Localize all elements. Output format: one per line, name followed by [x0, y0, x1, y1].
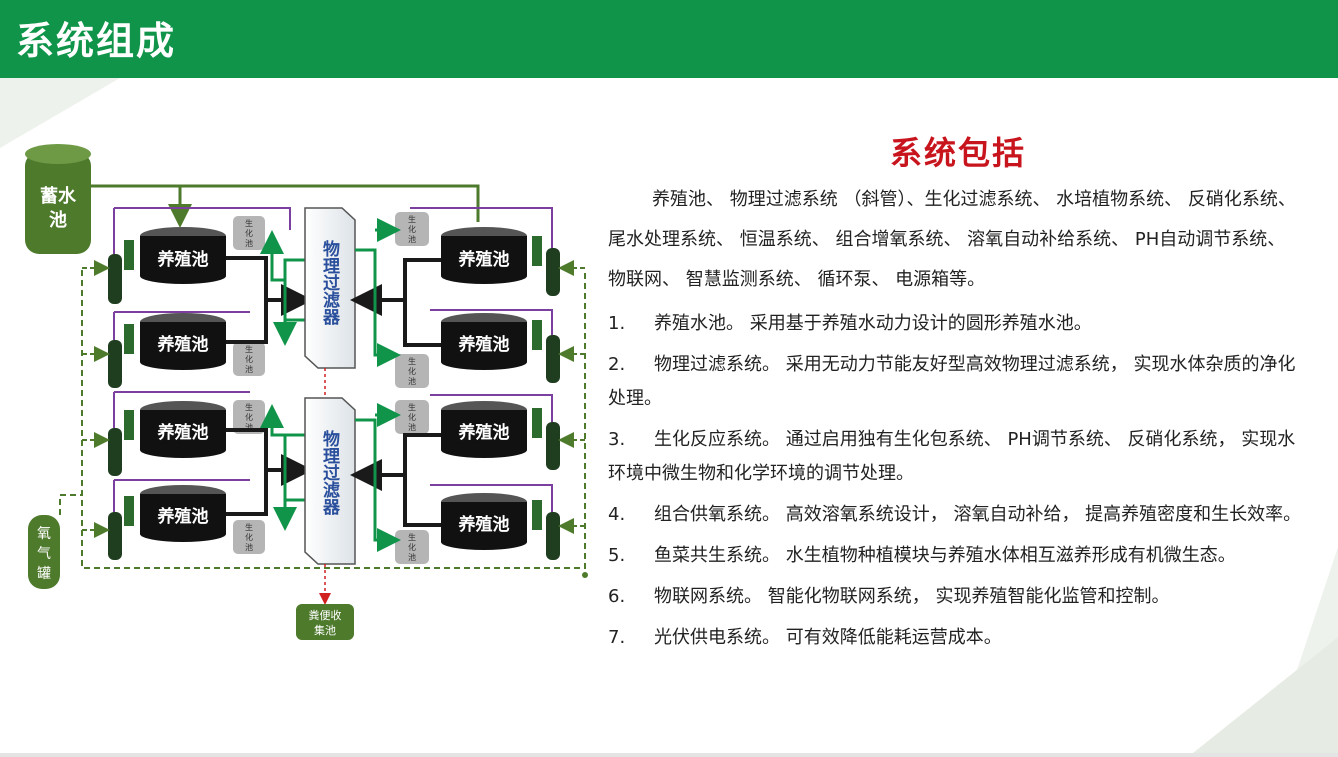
left-bio-tank-4: 生 化 池: [233, 520, 265, 554]
list-item: 3.生化反应系统。 通过启用独有生化包系统、 PH调节系统、 反硝化系统， 实现…: [608, 429, 1296, 484]
svg-text:化: 化: [408, 224, 416, 234]
svg-text:池: 池: [245, 422, 253, 432]
svg-text:生: 生: [245, 522, 253, 532]
system-diagram: 蓄水 池 氧 气 罐 养殖池 养殖池: [25, 144, 588, 640]
description-panel: 系统包括 养殖池、 物理过滤系统 （斜管）、生化过滤系统、 水培植物系统、 反硝…: [608, 128, 1308, 655]
left-pond-4: 养殖池: [108, 479, 250, 560]
left-pond-4-label: 养殖池: [157, 506, 209, 527]
svg-text:池: 池: [245, 542, 253, 552]
svg-text:生: 生: [408, 532, 416, 542]
svg-text:池: 池: [245, 238, 253, 248]
oxygen-tank: 氧 气 罐: [28, 515, 60, 589]
oxygen-label-2: 气: [37, 546, 51, 562]
svg-text:生: 生: [245, 344, 253, 354]
oxygen-line: [59, 494, 82, 515]
svg-text:化: 化: [245, 532, 253, 542]
storage-tank-label-2: 池: [49, 209, 67, 231]
storage-tank-label-1: 蓄水: [40, 185, 77, 207]
svg-text:池: 池: [245, 364, 253, 374]
right-pond-4-label: 养殖池: [458, 514, 510, 535]
physical-filter-1: 物理过滤器: [304, 207, 356, 369]
return-loop: [81, 270, 586, 569]
left-pond-3-label: 养殖池: [157, 422, 209, 443]
left-pond-1: 养殖池: [108, 207, 291, 304]
left-pond-2: 养殖池: [108, 311, 250, 388]
right-bio-tank-3: 生 化 池: [395, 400, 429, 434]
svg-text:生: 生: [408, 402, 416, 412]
right-pond-3-label: 养殖池: [458, 422, 510, 443]
left-pond-3: 养殖池: [108, 391, 250, 476]
footer-line: [0, 753, 1338, 757]
right-pond-4: 养殖池: [430, 484, 560, 560]
svg-text:生: 生: [408, 214, 416, 224]
waste-collection-tank: 粪便收 集池: [296, 604, 354, 640]
intro-text: 养殖池、 物理过滤系统 （斜管）、生化过滤系统、 水培植物系统、 反硝化系统、 …: [608, 189, 1296, 290]
right-pond-2-label: 养殖池: [458, 334, 510, 355]
collect-label-1: 粪便收: [309, 608, 342, 622]
svg-text:生: 生: [245, 218, 253, 228]
left-pond-1-label: 养殖池: [157, 249, 209, 270]
list-item: 5.鱼菜共生系统。 水生植物种植模块与养殖水体相互滋养形成有机微生态。: [608, 545, 1236, 566]
right-pond-1: 养殖池: [410, 207, 560, 296]
right-pond-1-label: 养殖池: [458, 249, 510, 270]
left-bio-tank-1: 生 化 池: [233, 216, 265, 250]
svg-text:池: 池: [408, 376, 416, 386]
right-bio-tank-2: 生 化 池: [395, 354, 429, 388]
svg-text:化: 化: [245, 412, 253, 422]
collect-label-2: 集池: [314, 623, 336, 637]
section-title: 系统包括: [889, 134, 1026, 172]
left-bio-tank-2: 生 化 池: [233, 342, 265, 376]
list-item: 2.物理过滤系统。 采用无动力节能友好型高效物理过滤系统， 实现水体杂质的净化处…: [608, 354, 1296, 409]
decor-triangle-left: [0, 78, 120, 148]
svg-text:化: 化: [245, 228, 253, 238]
right-pond-2: 养殖池: [430, 309, 560, 383]
oxygen-label-3: 罐: [37, 566, 51, 582]
page-title: 系统组成: [16, 19, 177, 63]
svg-text:化: 化: [408, 366, 416, 376]
right-bio-tank-4: 生 化 池: [395, 530, 429, 564]
right-bio-tank-1: 生 化 池: [395, 212, 429, 246]
svg-text:生: 生: [245, 402, 253, 412]
left-bio-tank-3: 生 化 池: [233, 400, 265, 434]
filter-2-label: 物理过滤器: [319, 429, 341, 516]
svg-text:池: 池: [408, 552, 416, 562]
svg-text:池: 池: [408, 422, 416, 432]
svg-text:生: 生: [408, 356, 416, 366]
svg-text:池: 池: [408, 234, 416, 244]
list-item: 4.组合供氧系统。 高效溶氧系统设计， 溶氧自动补给， 提高养殖密度和生长效率。: [608, 504, 1302, 525]
left-pond-2-label: 养殖池: [157, 334, 209, 355]
list-item: 1.养殖水池。 采用基于养殖水动力设计的圆形养殖水池。: [608, 313, 1092, 334]
physical-filter-2: 物理过滤器: [304, 397, 356, 565]
filter-1-label: 物理过滤器: [319, 239, 341, 326]
right-pond-3: 养殖池: [430, 394, 560, 470]
header-bar: 系统组成: [0, 0, 1338, 78]
list-item: 7.光伏供电系统。 可有效降低能耗运营成本。: [608, 627, 1002, 648]
oxygen-label-1: 氧: [37, 526, 51, 542]
list-item: 6.物联网系统。 智能化物联网系统， 实现养殖智能化监管和控制。: [608, 586, 1170, 607]
svg-text:化: 化: [245, 354, 253, 364]
svg-text:化: 化: [408, 542, 416, 552]
supply-line: [91, 184, 480, 222]
storage-tank: 蓄水 池: [25, 144, 91, 254]
svg-text:化: 化: [408, 412, 416, 422]
decor-triangle-right-2: [1188, 637, 1338, 757]
